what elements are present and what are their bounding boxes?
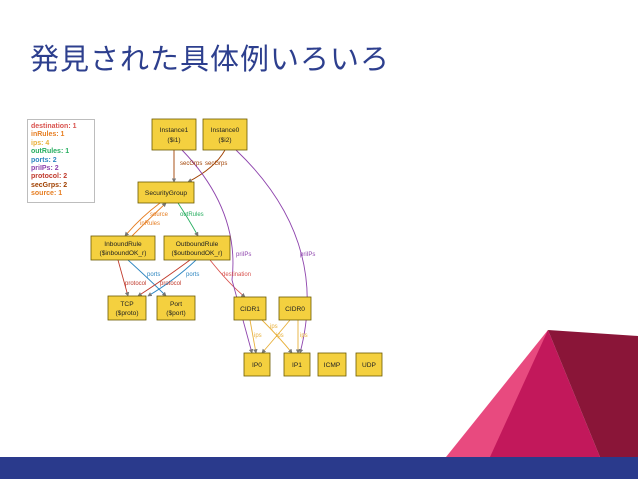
- edge-ips-3: [261, 319, 291, 354]
- legend-item-priips: priIPs: 2: [31, 165, 59, 173]
- legend: destination: 1 inRules: 1 ips: 4 outRule…: [27, 119, 95, 203]
- edge-source: [131, 202, 167, 237]
- node-instance1-var: ($i1): [167, 137, 180, 144]
- legend-item-protocol: protocol: 2: [31, 173, 68, 181]
- node-securitygroup: SecurityGroup: [137, 181, 195, 204]
- edge-ports-2: [147, 259, 197, 297]
- legend-item-ips: ips: 4: [31, 139, 50, 147]
- node-tcp-name: TCP: [120, 301, 134, 308]
- node-outboundrule-name: OutboundRule: [176, 241, 219, 248]
- node-port-var: ($port): [166, 310, 185, 317]
- node-tcp: TCP ($proto): [107, 295, 147, 321]
- node-cidr0: CIDR0: [278, 296, 312, 321]
- edge-ports-1: [127, 259, 167, 297]
- edge-label-protocol-2: protocol: [160, 281, 181, 287]
- accent-triangle-magenta: [490, 330, 600, 457]
- node-instance0-name: Instance0: [211, 127, 240, 134]
- edge-label-outrules: outRules: [180, 212, 204, 218]
- node-icmp: ICMP: [317, 352, 347, 377]
- node-instance0-var: ($i2): [218, 137, 231, 144]
- node-inboundrule-name: InboundRule: [104, 241, 142, 248]
- node-cidr1-name: CIDR1: [240, 306, 260, 313]
- edge-label-secgrps-2: secGrps: [205, 161, 227, 167]
- edge-secgrps-2: [187, 149, 226, 183]
- node-icmp-name: ICMP: [324, 362, 341, 369]
- node-cidr1: CIDR1: [233, 296, 267, 321]
- node-instance1: Instance1 ($i1): [151, 118, 197, 151]
- edge-label-ports-1: ports: [147, 272, 160, 278]
- edge-inrules: [124, 202, 161, 237]
- edge-label-ips-1: ips: [254, 333, 262, 339]
- node-ip1-name: IP1: [292, 362, 302, 369]
- edge-protocol-1: [117, 259, 130, 297]
- edge-label-ips-2: ips: [270, 324, 278, 330]
- edge-destination: [209, 259, 246, 298]
- node-port: Port ($port): [156, 295, 196, 321]
- edge-label-priips-1: priIPs: [236, 252, 251, 258]
- edge-label-destination: destination: [222, 272, 251, 278]
- node-udp-name: UDP: [362, 362, 377, 369]
- edge-priips-2: [235, 149, 308, 354]
- node-ip0-name: IP0: [252, 362, 262, 369]
- node-instance1-name: Instance1: [160, 127, 189, 134]
- edge-label-priips-2: priIPs: [300, 252, 315, 258]
- node-inboundrule: InboundRule ($inboundOK_r): [90, 235, 156, 261]
- node-ip0: IP0: [243, 352, 271, 377]
- edge-label-secgrps-1: secGrps: [180, 161, 202, 167]
- edge-label-ips-4: ips: [300, 333, 308, 339]
- legend-item-source: source: 1: [31, 190, 63, 198]
- legend-item-secgrps: secGrps: 2: [31, 181, 68, 189]
- edge-ips-1: [249, 319, 258, 354]
- edge-label-inrules: inRules: [140, 221, 160, 227]
- legend-item-outrules: outRules: 1: [31, 148, 70, 156]
- node-udp: UDP: [355, 352, 383, 377]
- node-securitygroup-name: SecurityGroup: [145, 190, 187, 197]
- edge-label-ports-2: ports: [186, 272, 199, 278]
- node-outboundrule: OutboundRule ($outboundOK_r): [163, 235, 231, 261]
- edge-label-protocol-1: protocol: [125, 281, 146, 287]
- edge-ips-2: [261, 319, 293, 354]
- edge-priips-1: [181, 149, 254, 354]
- slide-title: 発見された具体例いろいろ: [30, 42, 391, 76]
- node-outboundrule-var: ($outboundOK_r): [172, 250, 223, 257]
- edge-protocol-2: [137, 259, 191, 297]
- legend-item-ports: ports: 2: [31, 156, 57, 164]
- node-tcp-var: ($proto): [115, 310, 138, 317]
- footer-bar: [0, 457, 638, 479]
- accent-triangle-dark: [548, 330, 638, 457]
- node-inboundrule-var: ($inboundOK_r): [100, 250, 147, 257]
- legend-item-destination: destination: 1: [31, 123, 77, 130]
- edge-outrules: [177, 202, 199, 237]
- node-cidr0-name: CIDR0: [285, 306, 305, 313]
- node-port-name: Port: [170, 301, 182, 308]
- edge-label-source: source: [150, 212, 169, 218]
- node-ip1: IP1: [283, 352, 311, 377]
- edge-label-ips-3: ips: [276, 333, 284, 339]
- legend-item-inrules: inRules: 1: [31, 131, 65, 139]
- node-instance0: Instance0 ($i2): [202, 118, 248, 151]
